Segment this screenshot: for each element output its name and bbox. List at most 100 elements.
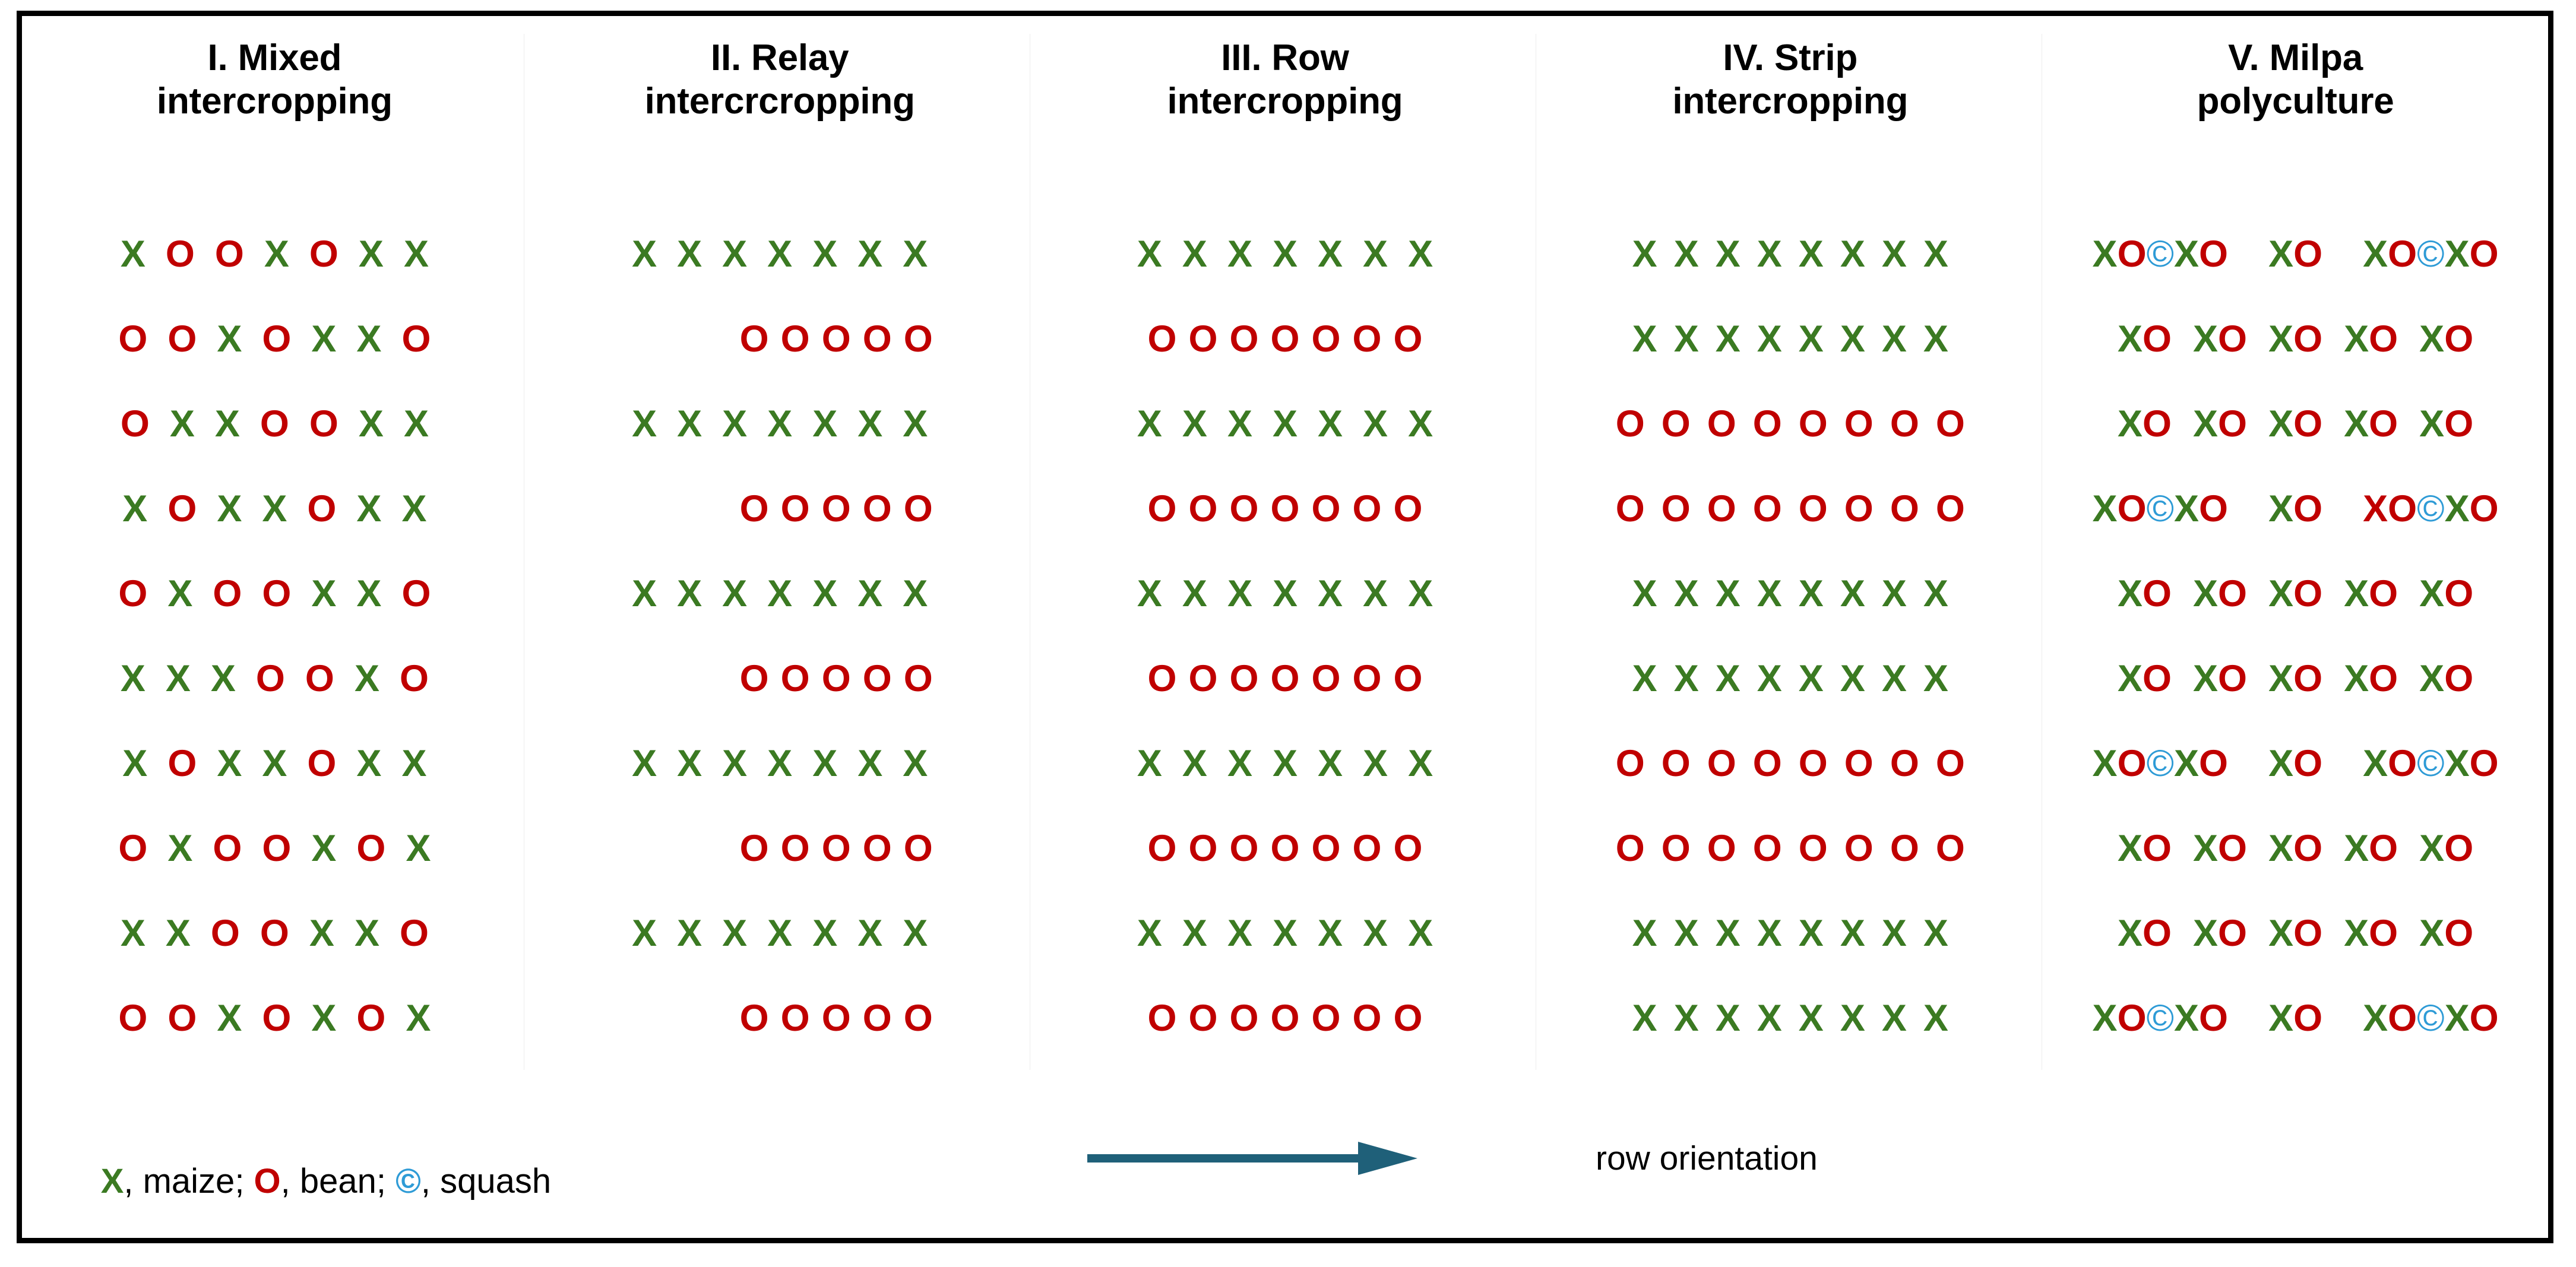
symbol-bean: O xyxy=(118,573,148,615)
symbol-bean: O xyxy=(1844,828,1874,869)
symbol-bean: O xyxy=(167,318,197,360)
symbol-bean: O xyxy=(167,997,197,1039)
symbol-maize: X xyxy=(1182,913,1207,954)
symbol-maize: X xyxy=(812,403,838,445)
symbol-maize: X xyxy=(2117,913,2143,954)
symbol-bean: O xyxy=(2469,997,2499,1039)
symbol-bean: O xyxy=(401,318,431,360)
symbol-bean: O xyxy=(780,488,810,530)
symbol-bean: O xyxy=(2143,913,2172,954)
symbol-bean: O xyxy=(1707,403,1736,445)
crop-cluster: XO©XO xyxy=(2363,745,2499,783)
symbol-maize: X xyxy=(309,913,334,954)
crop-cluster: XO xyxy=(2419,660,2473,698)
symbol-maize: X xyxy=(1715,658,1740,699)
symbol-maize: X xyxy=(722,573,748,615)
symbol-bean: O xyxy=(356,828,386,869)
symbol-maize: X xyxy=(311,828,337,869)
symbol-squash: © xyxy=(2146,743,2175,784)
symbol-bean: O xyxy=(2293,488,2323,530)
symbol-maize: X xyxy=(1272,743,1298,784)
symbol-bean: O xyxy=(1352,488,1382,530)
crop-cluster: XO xyxy=(2118,660,2172,698)
symbol-maize: X xyxy=(722,913,748,954)
symbol-maize: X xyxy=(1227,403,1252,445)
symbol-maize: X xyxy=(857,913,883,954)
symbol-maize: X xyxy=(1881,913,1907,954)
symbol-bean: O xyxy=(118,318,148,360)
symbol-maize: X xyxy=(903,743,928,784)
symbol-bean: O xyxy=(2444,318,2474,360)
symbol-maize: X xyxy=(632,233,657,275)
symbol-maize: X xyxy=(1923,997,1948,1039)
symbol-maize: X xyxy=(1182,233,1207,275)
symbol-maize: X xyxy=(1923,233,1948,275)
symbol-maize: X xyxy=(1408,913,1433,954)
symbol-bean: O xyxy=(1147,658,1177,699)
symbol-bean: O xyxy=(2469,743,2499,784)
panel-header-strip-line1: IV. Strip xyxy=(1723,37,1858,78)
symbol-maize: X xyxy=(632,913,657,954)
symbol-bean: O xyxy=(1661,488,1691,530)
symbol-maize: X xyxy=(2268,403,2294,445)
symbol-bean: O xyxy=(2388,233,2417,275)
symbol-maize: X xyxy=(1923,658,1948,699)
symbol-maize: X xyxy=(903,403,928,445)
symbol-bean: O xyxy=(2218,318,2248,360)
symbol-maize: X xyxy=(2268,488,2294,530)
symbol-maize: X xyxy=(2363,743,2388,784)
symbol-maize: X xyxy=(311,318,337,360)
row-orientation-arrow-icon xyxy=(1087,1142,1417,1175)
symbol-bean: O xyxy=(2293,743,2323,784)
symbol-squash: © xyxy=(2417,997,2445,1039)
symbol-bean: O xyxy=(213,828,242,869)
symbol-maize: X xyxy=(1757,573,1782,615)
symbol-bean: O xyxy=(399,658,429,699)
symbol-bean: O xyxy=(2117,233,2147,275)
symbol-maize: X xyxy=(217,318,242,360)
symbol-maize: X xyxy=(356,318,382,360)
symbol-maize: X xyxy=(1715,997,1740,1039)
symbol-maize: X xyxy=(2193,658,2219,699)
symbol-maize: X xyxy=(677,403,702,445)
symbol-maize: X xyxy=(1881,573,1907,615)
symbol-maize: X xyxy=(165,913,191,954)
symbol-maize: X xyxy=(1408,573,1433,615)
symbol-bean: O xyxy=(2444,573,2474,615)
symbol-maize: X xyxy=(2344,403,2369,445)
symbol-bean: O xyxy=(1890,743,1919,784)
symbol-bean: O xyxy=(1615,743,1645,784)
symbol-maize: X xyxy=(1840,658,1865,699)
symbol-bean: O xyxy=(2469,488,2499,530)
symbol-squash: © xyxy=(2417,488,2445,530)
symbol-maize: X xyxy=(2092,743,2118,784)
symbol-bean: O xyxy=(1393,318,1423,360)
symbol-bean: O xyxy=(255,658,285,699)
symbol-maize: X xyxy=(1182,743,1207,784)
symbol-bean: O xyxy=(1707,488,1736,530)
symbol-maize: X xyxy=(2344,828,2369,869)
crop-cluster: XO xyxy=(2118,406,2172,443)
crop-cluster: XO xyxy=(2193,406,2247,443)
symbol-maize: X xyxy=(677,233,702,275)
symbol-bean: O xyxy=(1844,743,1874,784)
symbol-maize: X xyxy=(812,573,838,615)
symbol-bean: O xyxy=(2117,488,2147,530)
symbol-maize: X xyxy=(2268,743,2294,784)
symbol-bean: O xyxy=(862,318,892,360)
symbol-maize: X xyxy=(1272,403,1298,445)
panel-header-mixed-line1: I. Mixed xyxy=(207,37,342,78)
symbol-bean: O xyxy=(1188,318,1218,360)
symbol-maize: X xyxy=(210,658,236,699)
symbol-maize: X xyxy=(354,913,379,954)
symbol-maize: X xyxy=(356,488,382,530)
